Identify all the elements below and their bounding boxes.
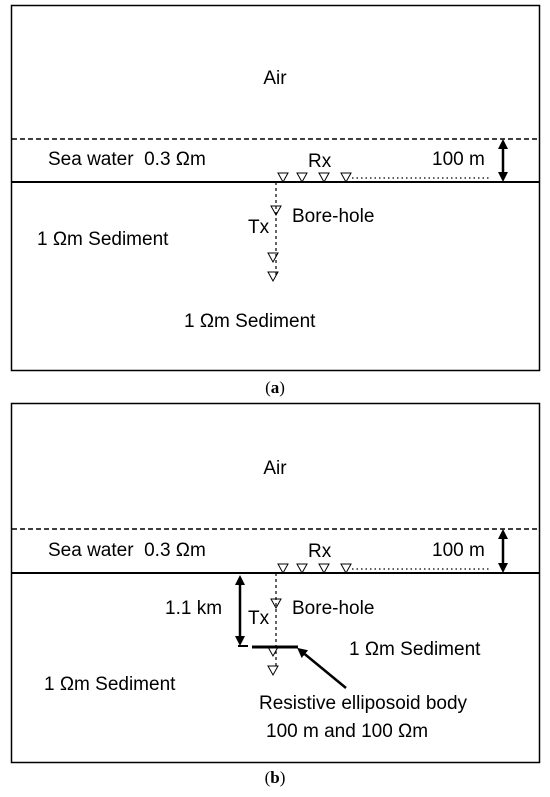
- panel-a-sediment-bottom-label: 1 Ωm Sediment: [184, 311, 316, 332]
- panel-b-receiver-icon: [277, 563, 289, 574]
- panel-b-frame: [10, 402, 541, 764]
- panel-a-rx-label: Rx: [308, 151, 332, 172]
- panel-a-receiver-icon: [340, 172, 352, 183]
- panel-a-depth-label: 100 m: [432, 149, 485, 170]
- panel-a-air-label: Air: [263, 68, 287, 89]
- panel-b-body-label-line1: Resistive elliposoid body: [259, 693, 468, 714]
- panel-b-receiver-icon: [340, 563, 352, 574]
- panel-b-sea-water-label: Sea water 0.3 Ωm: [48, 540, 206, 561]
- panel-b-sediment-left-label: 1 Ωm Sediment: [44, 674, 176, 695]
- panel-a-receiver-icon: [318, 172, 330, 183]
- panel-b-caption: (b): [265, 768, 286, 787]
- panel-b-receiver-icon: [318, 563, 330, 574]
- panel-a-receiver-icon: [296, 172, 308, 183]
- panel-b-tx-label: Tx: [248, 608, 270, 629]
- panel-b-borehole-label: Bore-hole: [292, 598, 374, 619]
- panel-b: Air Sea water 0.3 Ωm Rx 100 m 1.1 km Tx …: [10, 402, 541, 764]
- panel-b-rx-label: Rx: [308, 541, 332, 562]
- panel-b-transmitter-icon: [267, 665, 279, 676]
- panel-a-sea-water-label: Sea water 0.3 Ωm: [48, 149, 206, 170]
- panel-b-depth-label: 100 m: [432, 540, 485, 561]
- panel-b-sediment-right-label: 1 Ωm Sediment: [349, 639, 481, 660]
- panel-a-tx-label: Tx: [248, 217, 270, 238]
- panel-a: Air Sea water 0.3 Ωm Rx 100 m Tx Bore-ho…: [10, 4, 541, 372]
- panel-a-sediment-left-label: 1 Ωm Sediment: [37, 229, 169, 250]
- panel-b-air-label: Air: [263, 458, 287, 479]
- panel-a-caption: (a): [265, 378, 285, 397]
- panel-b-body-pointer: [297, 647, 347, 689]
- panel-a-borehole-label: Bore-hole: [292, 206, 374, 227]
- panel-b-receiver-icon: [296, 563, 308, 574]
- panel-a-receiver-icon: [277, 172, 289, 183]
- panel-a-frame: [10, 4, 541, 372]
- panel-b-body-label-line2: 100 m and 100 Ωm: [266, 721, 428, 742]
- panel-b-km-label: 1.1 km: [165, 598, 222, 619]
